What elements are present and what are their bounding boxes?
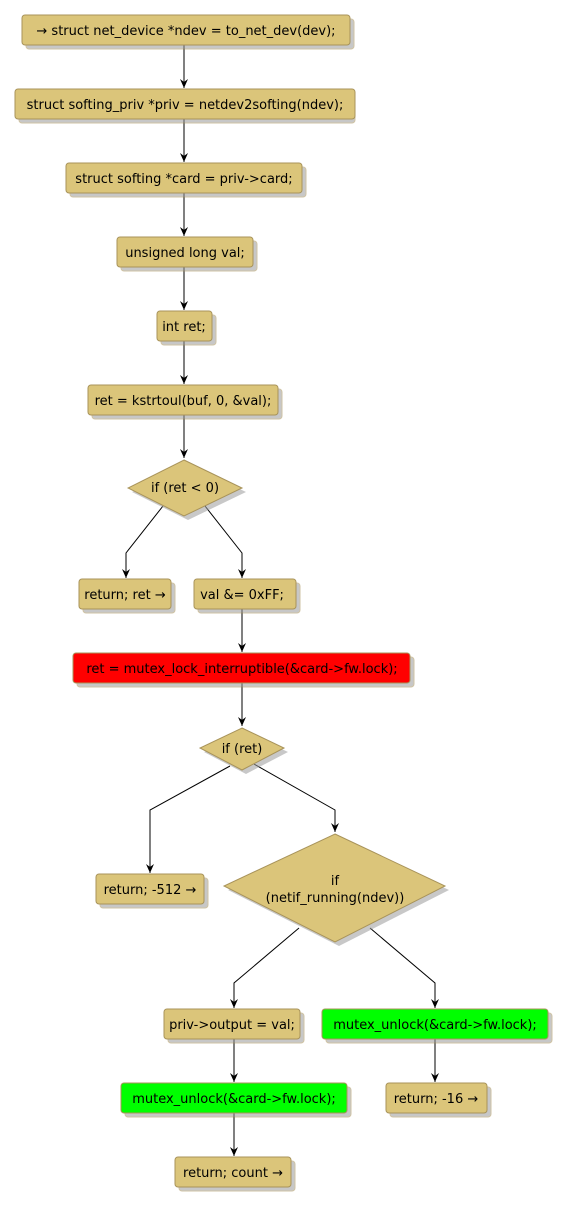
node-label: unsigned long val; xyxy=(125,246,245,261)
node-box xyxy=(87,384,279,416)
node-label: → struct net_device *ndev = to_net_dev(d… xyxy=(36,24,335,39)
edge-d2-n10 xyxy=(146,765,231,873)
edge-d2-d3 xyxy=(253,763,339,832)
node-n14: return; -16 → xyxy=(385,1082,492,1118)
node-box xyxy=(321,1008,549,1040)
node-box xyxy=(120,1082,348,1114)
node-n9: ret = mutex_lock_interruptible(&card->fw… xyxy=(72,652,415,688)
decision-d2: if (ret) xyxy=(198,727,288,774)
node-n4: unsigned long val; xyxy=(116,236,258,272)
node-n5: int ret; xyxy=(156,310,217,346)
node-box xyxy=(65,162,303,194)
node-n6: ret = kstrtoul(buf, 0, &val); xyxy=(87,384,283,420)
edge-d1-n8 xyxy=(204,505,246,578)
edge-d3-n12 xyxy=(369,927,439,1008)
node-n2: struct softing_priv *priv = netdev2softi… xyxy=(14,88,356,124)
decision-label-line1: if xyxy=(331,874,340,889)
node-label: int ret; xyxy=(162,320,206,335)
node-box xyxy=(78,578,172,610)
decision-label: if (ret) xyxy=(222,742,263,757)
node-n3: struct softing *card = priv->card; xyxy=(65,162,307,198)
node-n13: mutex_unlock(&card->fw.lock); xyxy=(120,1082,352,1118)
node-n11: priv->output = val; xyxy=(163,1008,305,1044)
node-label: return; ret → xyxy=(84,588,166,603)
node-n15: return; count → xyxy=(174,1156,296,1192)
edge-d1-n7 xyxy=(122,505,164,578)
node-n10: return; -512 → xyxy=(95,873,209,909)
node-label: return; -512 → xyxy=(104,883,197,898)
node-box xyxy=(95,873,205,905)
node-box xyxy=(163,1008,301,1040)
node-label: return; -16 → xyxy=(394,1092,479,1107)
node-box xyxy=(174,1156,292,1188)
node-box xyxy=(385,1082,488,1114)
node-box xyxy=(116,236,254,268)
decision-d1: if (ret < 0) xyxy=(126,459,246,520)
decision-shape xyxy=(198,727,286,771)
node-box xyxy=(21,14,351,46)
node-box xyxy=(72,652,411,684)
node-box xyxy=(14,88,356,120)
node-label: val &= 0xFF; xyxy=(200,588,284,603)
node-n8: val &= 0xFF; xyxy=(193,578,301,614)
edge-d3-n11 xyxy=(230,927,300,1008)
decision-label: if (ret < 0) xyxy=(151,481,219,496)
node-n1: → struct net_device *ndev = to_net_dev(d… xyxy=(21,14,355,50)
node-label: struct softing_priv *priv = netdev2softi… xyxy=(27,98,344,113)
decision-shape xyxy=(126,459,244,517)
node-n12: mutex_unlock(&card->fw.lock); xyxy=(321,1008,553,1044)
node-box xyxy=(193,578,297,610)
decision-shape xyxy=(222,833,447,943)
node-label: ret = kstrtoul(buf, 0, &val); xyxy=(95,394,272,409)
edges xyxy=(122,45,439,1156)
node-label: mutex_unlock(&card->fw.lock); xyxy=(132,1092,336,1107)
node-box xyxy=(156,310,213,342)
node-label: struct softing *card = priv->card; xyxy=(75,172,292,187)
node-label: mutex_unlock(&card->fw.lock); xyxy=(333,1018,537,1033)
node-label: priv->output = val; xyxy=(169,1018,295,1033)
node-label: return; count → xyxy=(183,1166,283,1181)
node-label: ret = mutex_lock_interruptible(&card->fw… xyxy=(86,662,397,677)
decision-d3: if (netif_running(ndev)) xyxy=(222,833,449,946)
node-n7: return; ret → xyxy=(78,578,176,614)
decision-label-line2: (netif_running(ndev)) xyxy=(266,891,405,906)
